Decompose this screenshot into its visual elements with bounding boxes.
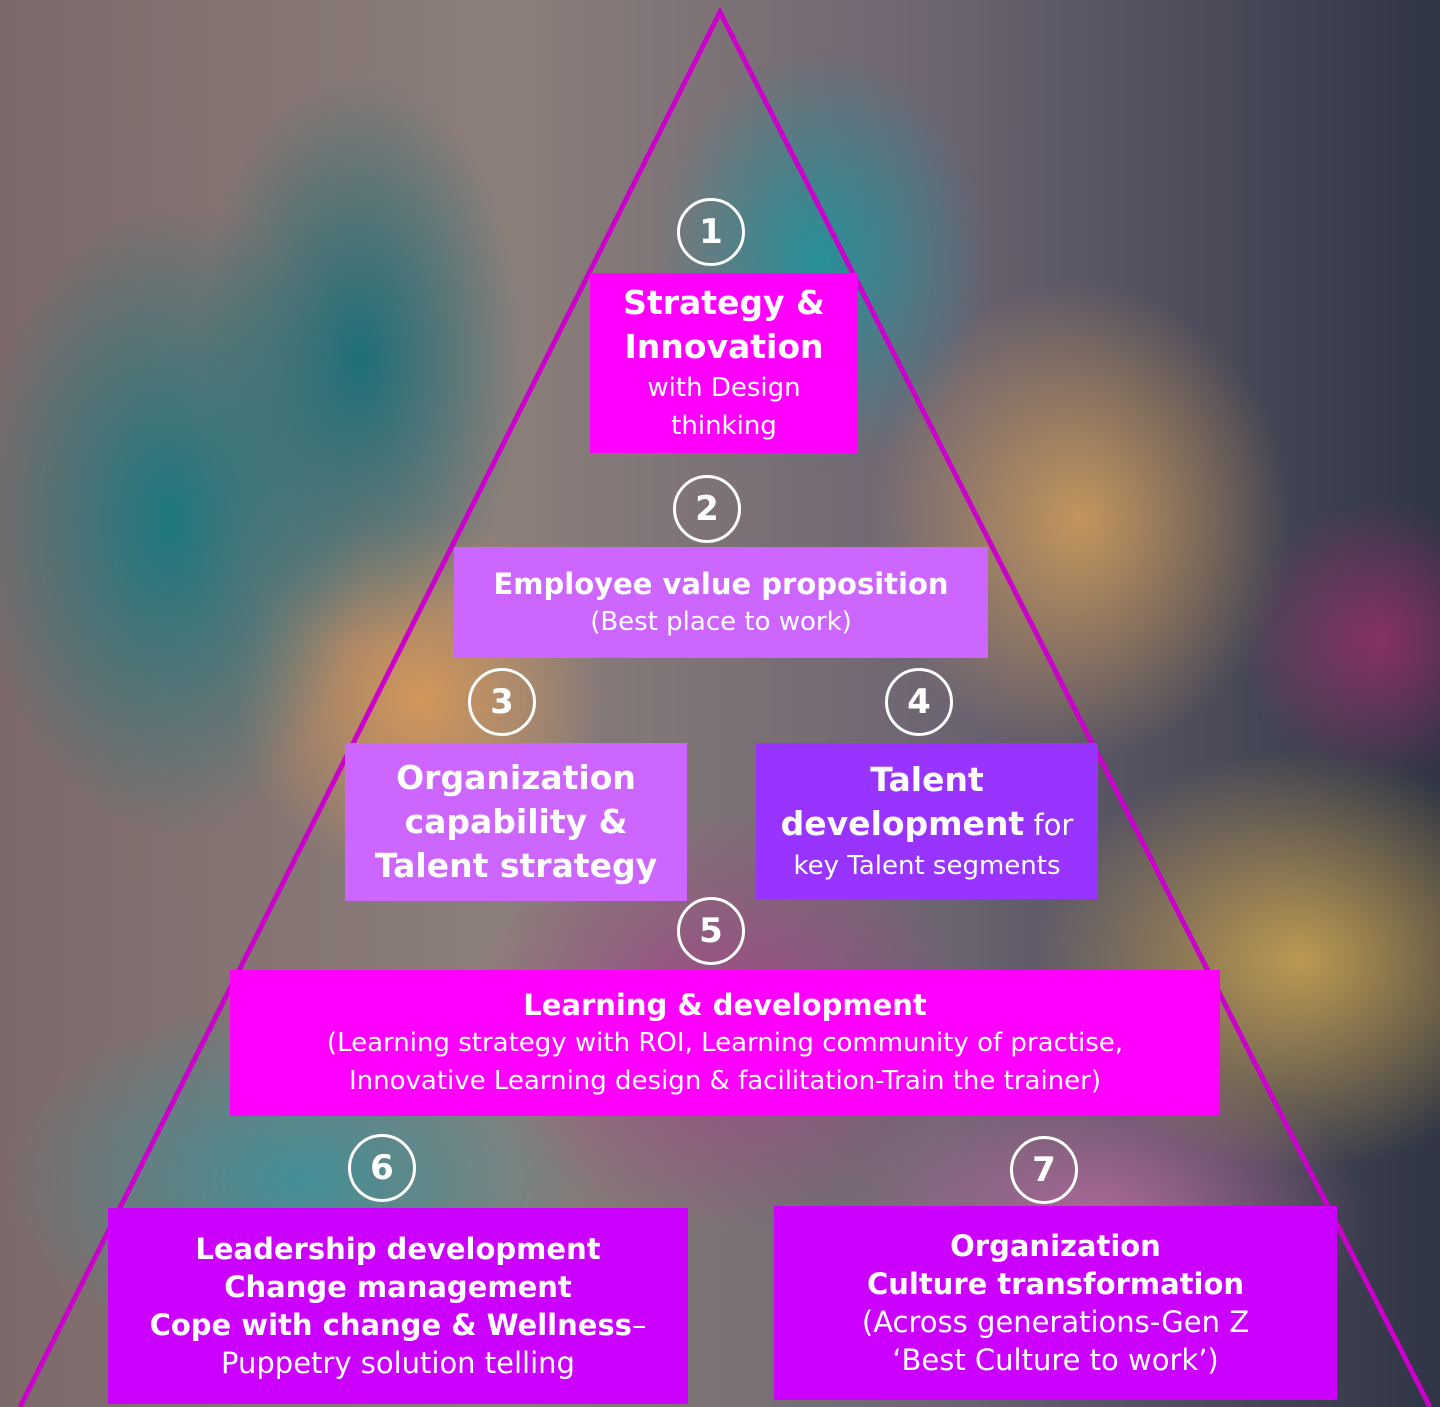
number-badge-1: 1 [677,198,745,266]
org-capability-box: Organization capability & Talent strateg… [345,743,687,901]
learning-development-box: Learning & development (Learning strateg… [230,970,1220,1116]
culture-line1: Organization [950,1229,1161,1263]
number-badge-7: 7 [1010,1136,1078,1204]
talent-title-line2-rest: for [1024,807,1074,842]
number-badge-4: 4 [885,668,953,736]
org-capability-line3: Talent strategy [374,846,658,885]
org-capability-line2: capability & [404,802,628,841]
talent-title-line2: development for [781,802,1074,847]
culture-line3: (Across generations-Gen Z [861,1305,1250,1339]
strategy-title-line1: Strategy & [623,283,825,322]
leadership-line3-bold: Cope with change & Wellness [149,1308,632,1342]
learning-sub-line2: Innovative Learning design & facilitatio… [348,1066,1102,1096]
culture-transformation-box: Organization Culture transformation (Acr… [774,1206,1337,1400]
leadership-line3-rest: – [631,1308,647,1342]
strategy-sub-line2: thinking [671,411,777,441]
evp-sub: (Best place to work) [590,606,852,637]
leadership-line3: Cope with change & Wellness– [150,1306,647,1344]
number-badge-5: 5 [677,897,745,965]
talent-development-box: Talent development for key Talent segmen… [756,743,1098,899]
leadership-development-box: Leadership development Change management… [108,1208,688,1404]
employee-value-proposition-box: Employee value proposition (Best place t… [454,547,988,658]
culture-line2: Culture transformation [866,1267,1245,1301]
talent-title-line2-bold: development [780,803,1025,843]
number-badge-2: 2 [673,475,741,543]
strategy-innovation-box: Strategy & Innovation with Design thinki… [590,273,858,453]
leadership-line4: Puppetry solution telling [221,1346,575,1380]
org-capability-line1: Organization [396,758,636,797]
number-badge-6: 6 [348,1134,416,1202]
evp-title: Employee value proposition [493,566,949,601]
number-badge-3: 3 [468,668,536,736]
culture-line4: ‘Best Culture to work’) [892,1343,1219,1377]
talent-title-line1: Talent [870,759,984,799]
pyramid-outline-line [17,6,1433,1407]
leadership-line1: Leadership development [195,1232,601,1266]
learning-title: Learning & development [523,988,927,1022]
strategy-sub-line1: with Design [647,373,801,403]
strategy-title-line2: Innovation [624,327,824,366]
leadership-line2: Change management [224,1270,572,1304]
learning-sub-line1: (Learning strategy with ROI, Learning co… [326,1028,1124,1058]
talent-sub: key Talent segments [793,850,1061,881]
